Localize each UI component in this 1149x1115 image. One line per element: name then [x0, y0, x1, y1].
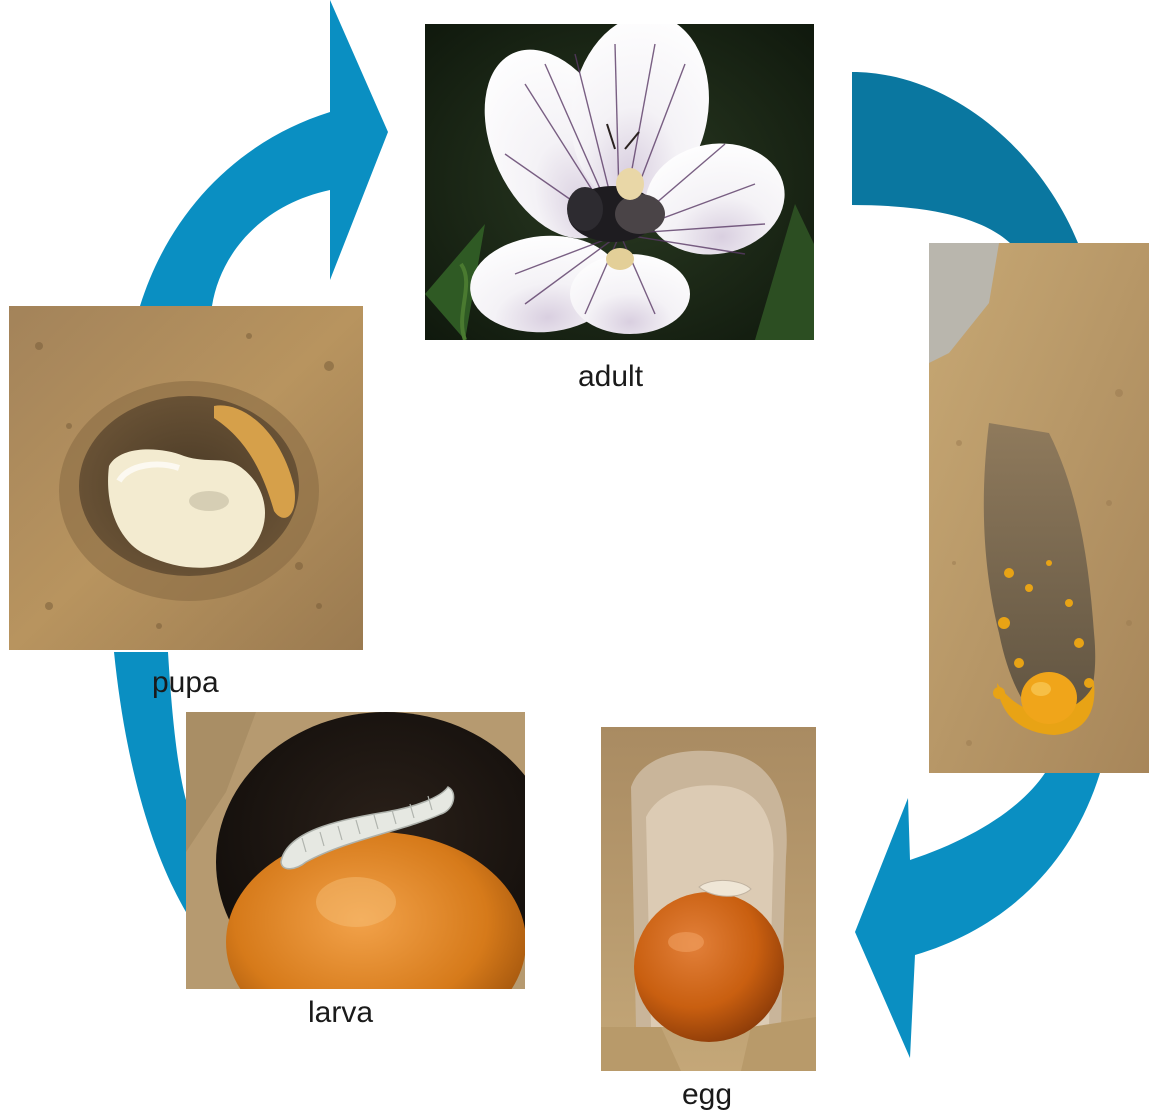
arrow-adult-to-nest	[852, 72, 1078, 243]
pupa-photo	[9, 306, 363, 650]
label-egg: egg	[682, 1080, 732, 1110]
label-adult: adult	[578, 362, 643, 392]
larva-photo	[186, 712, 525, 989]
arrow-pupa-to-adult	[140, 0, 388, 306]
arrow-nest-to-egg	[855, 773, 1100, 1058]
egg-photo	[601, 727, 816, 1071]
label-pupa: pupa	[152, 668, 219, 698]
pollen-provision-image	[929, 243, 1149, 773]
pupa-in-soil-image	[9, 306, 363, 650]
label-larva: larva	[308, 998, 373, 1028]
adult-photo	[425, 24, 814, 340]
nest-cell-photo	[929, 243, 1149, 773]
larva-on-pollen-image	[186, 712, 525, 989]
bee-on-flower-image	[425, 24, 814, 340]
egg-on-pollen-image	[601, 727, 816, 1071]
